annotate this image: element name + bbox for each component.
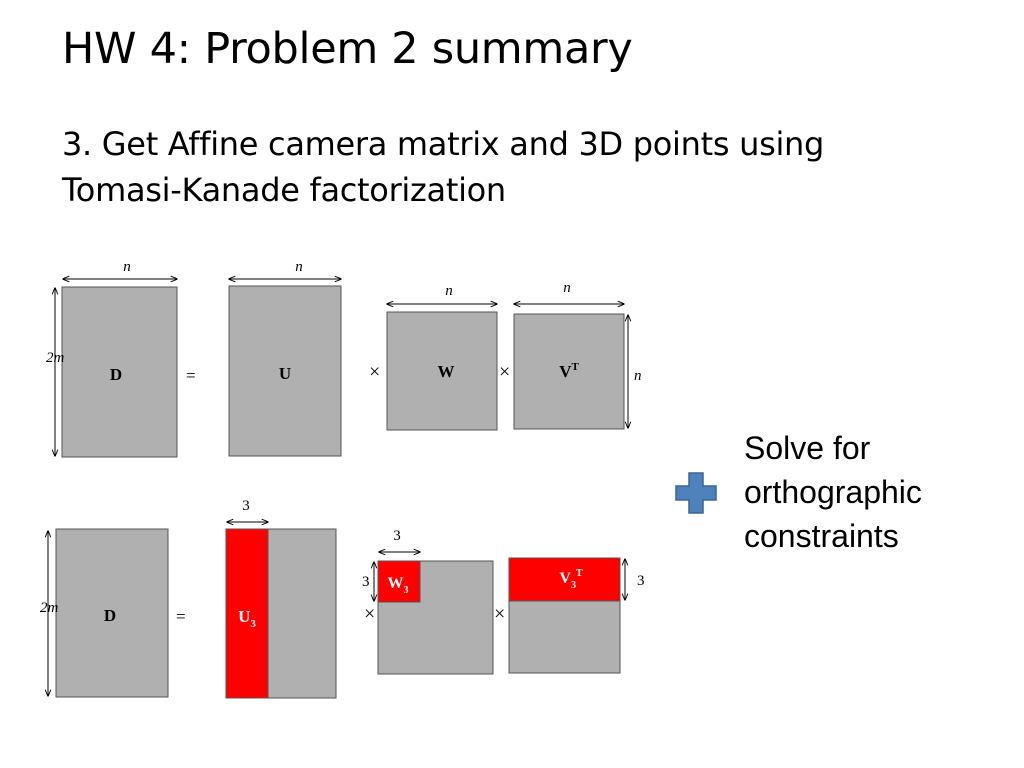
label-w3: W3 [388,575,409,596]
matrix-d-top [61,286,178,458]
dim-2m-top: 2m [46,350,65,366]
dim-2m-bottom: 2m [40,600,59,616]
step-line-2: Tomasi-Kanade factorization [62,171,506,209]
constraint-note: Solve for orthographic constraints [744,426,922,558]
step-line-1: 3. Get Affine camera matrix and 3D point… [62,125,825,163]
equals-top: = [186,366,196,385]
label-v3t: V3T [559,568,583,591]
dim-3-w-side: 3 [362,574,370,590]
dim-3-vt-side: 3 [637,573,645,589]
matrix-w [386,311,498,431]
dim-n-u: n [295,259,303,275]
plus-icon [675,472,717,514]
step-description: 3. Get Affine camera matrix and 3D point… [62,121,1002,213]
note-line-1: Solve for [744,430,871,466]
dim-n-vt-side: n [634,368,642,384]
matrix-u3-highlight [225,528,269,699]
label-u: U [279,364,291,383]
label-d-bottom: D [104,606,116,625]
label-w: W [438,362,455,381]
label-u3: U3 [238,607,256,630]
label-vt: VT [559,361,579,381]
matrix-vt [513,313,625,430]
matrix-d-bottom [55,528,169,698]
note-line-2: orthographic [744,474,922,510]
matrix-w3-highlight [377,560,421,603]
times-top-1: × [369,361,380,383]
top-equation: D n 2m = U n × W n × VT n n [46,259,642,458]
note-line-3: constraints [744,518,899,554]
matrix-u [228,285,342,457]
times-bottom-2: × [494,603,505,625]
dim-n-d: n [123,259,131,275]
matrix-v3t-highlight [508,557,621,602]
bottom-equation: D 2m = U3 3 × W3 3 3 × V3T 3 [40,498,645,699]
label-d-top: D [110,365,122,384]
dim-3-w-top: 3 [393,528,401,544]
dim-n-vt: n [563,280,571,296]
times-bottom-1: × [364,603,375,625]
dim-3-u: 3 [242,498,250,514]
times-top-2: × [499,361,510,383]
equals-bottom: = [176,607,186,626]
dim-n-w: n [445,283,453,299]
slide-title: HW 4: Problem 2 summary [62,24,633,74]
